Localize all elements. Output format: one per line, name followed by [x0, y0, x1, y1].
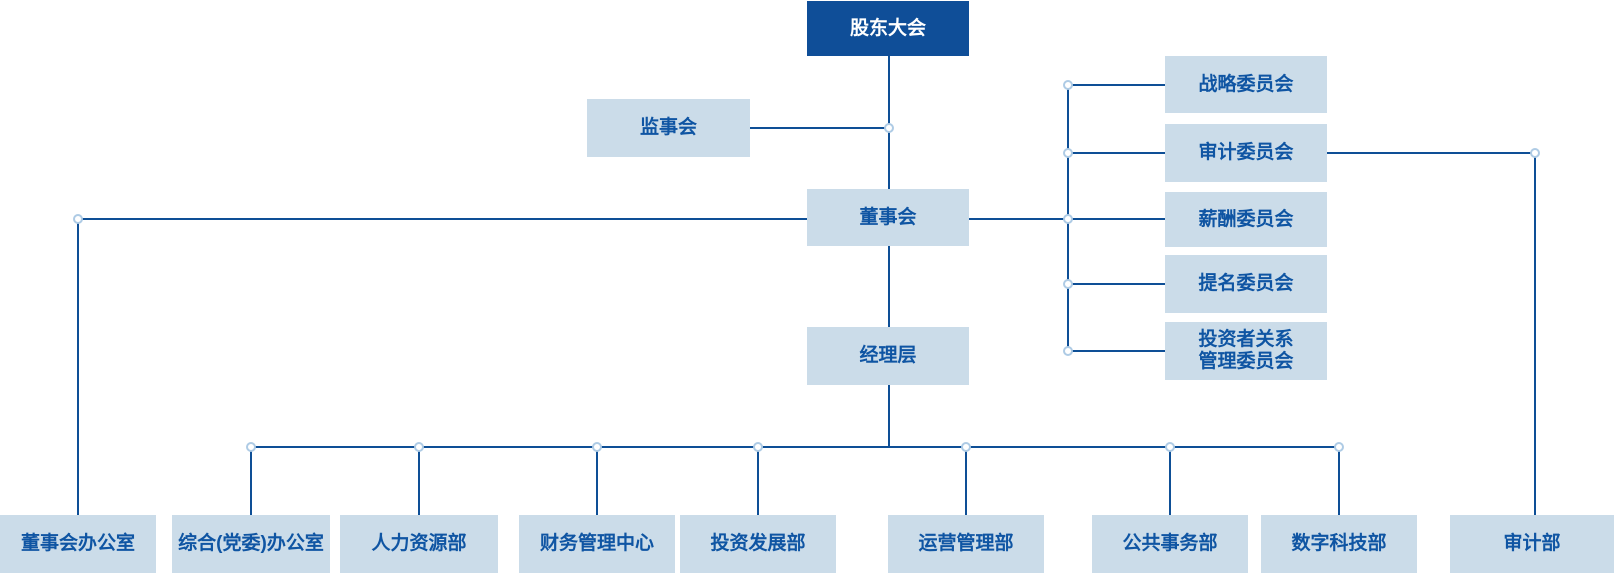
node-human-resources: 人力资源部: [340, 515, 498, 573]
edge-dept-stub-investment: [757, 447, 759, 515]
node-strategy-committee: 战略委员会: [1165, 56, 1327, 113]
junction-dot-supervisory: [884, 123, 894, 133]
edge-management-to-bus: [888, 385, 890, 447]
junction-dot-hr: [414, 442, 424, 452]
edge-dept-stub-operations: [965, 447, 967, 515]
junction-dot-public-affairs: [1165, 442, 1175, 452]
junction-dot-nomination: [1063, 279, 1073, 289]
node-investor-relations-committee: 投资者关系 管理委员会: [1165, 322, 1327, 380]
edge-strategy-stub: [1067, 84, 1165, 86]
edge-dept-stub-public-affairs: [1169, 447, 1171, 515]
node-operations-management: 运营管理部: [888, 515, 1044, 573]
node-board-office: 董事会办公室: [0, 515, 156, 573]
edge-board-to-management: [888, 246, 890, 328]
junction-dot-strategy: [1063, 80, 1073, 90]
junction-dot-board-left: [73, 214, 83, 224]
node-nomination-committee: 提名委员会: [1165, 255, 1327, 313]
junction-dot-remuneration: [1063, 214, 1073, 224]
junction-dot-finance: [592, 442, 602, 452]
node-finance-center: 财务管理中心: [519, 515, 675, 573]
node-audit-committee: 审计委员会: [1165, 124, 1327, 182]
node-audit-department: 审计部: [1450, 515, 1614, 573]
edge-investor-stub: [1067, 350, 1165, 352]
edge-nomination-stub: [1067, 283, 1165, 285]
junction-dot-audit: [1063, 148, 1073, 158]
edge-audit-committee-right: [1327, 152, 1536, 154]
node-public-affairs: 公共事务部: [1092, 515, 1248, 573]
edge-dept-stub-general-office: [250, 447, 252, 515]
node-supervisory-board: 监事会: [587, 99, 750, 157]
node-board-of-directors: 董事会: [807, 189, 969, 246]
edge-dept-stub-hr: [418, 447, 420, 515]
edge-departments-bus: [251, 446, 1340, 448]
edge-supervisory-link: [750, 127, 889, 129]
junction-dot-investor: [1063, 346, 1073, 356]
node-general-party-office: 综合(党委)办公室: [172, 515, 330, 573]
edge-board-left-link: [78, 218, 807, 220]
node-shareholders-meeting: 股东大会: [807, 1, 969, 56]
junction-dot-audit-department: [1530, 148, 1540, 158]
edge-board-office-drop: [77, 218, 79, 515]
edge-dept-stub-finance: [596, 447, 598, 515]
edge-audit-department-drop: [1534, 153, 1536, 515]
edge-audit-stub: [1067, 152, 1165, 154]
node-management: 经理层: [807, 327, 969, 385]
edge-dept-stub-digital: [1338, 447, 1340, 515]
junction-dot-general-office: [246, 442, 256, 452]
node-remuneration-committee: 薪酬委员会: [1165, 192, 1327, 247]
junction-dot-operations: [961, 442, 971, 452]
node-investment-development: 投资发展部: [680, 515, 836, 573]
node-digital-technology: 数字科技部: [1261, 515, 1417, 573]
junction-dot-digital: [1334, 442, 1344, 452]
junction-dot-investment: [753, 442, 763, 452]
